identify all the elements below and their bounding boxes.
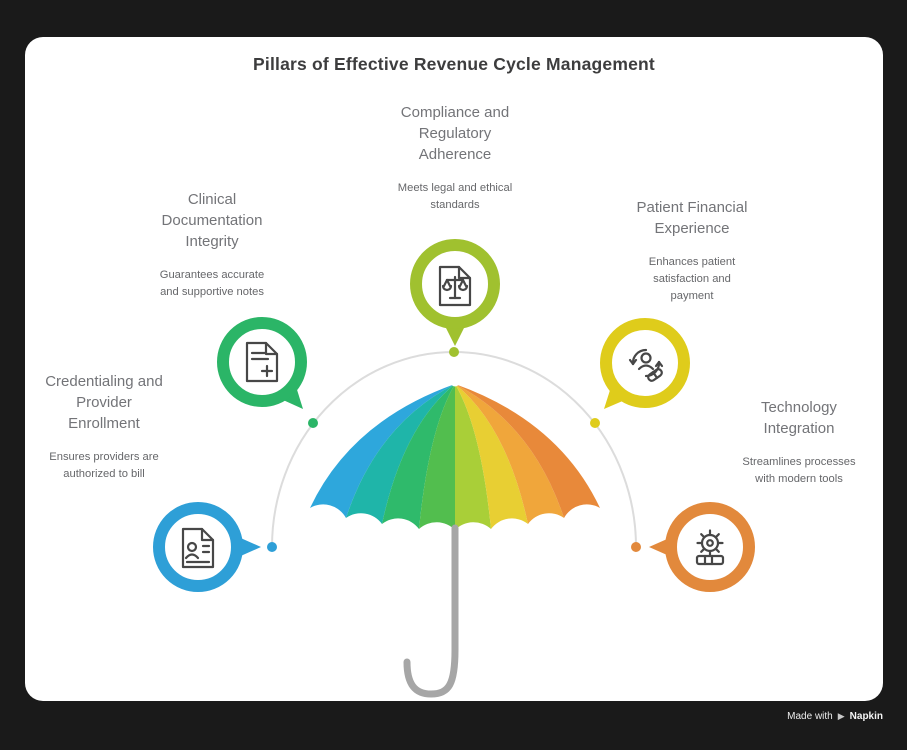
napkin-logo-icon: ▶ [837,711,845,721]
patient-payment-icon [628,348,664,382]
pillar-credentialing: Credentialing and Provider Enrollment En… [0,371,214,483]
badge-compliance [410,239,500,346]
pillar-technology-description: Streamlines processes with modern tools [742,456,856,485]
pillar-compliance-title: Compliance and Regulatory Adherence [400,104,510,163]
badge-ring [217,317,307,407]
badge-technology [649,502,755,592]
umbrella-panel [310,384,455,518]
pillar-credentialing-description: Ensures providers are authorized to bill [49,451,159,480]
pillar-technology-title: Technology Integration [761,399,837,437]
connector-dot-compliance [449,347,459,357]
watermark-prefix: Made with [787,711,833,722]
pillar-clinical-description: Guarantees accurate and supportive notes [159,269,265,298]
pillar-patient: Patient Financial Experience Enhances pa… [582,197,802,304]
umbrella-panel [382,384,455,529]
pillar-compliance: Compliance and Regulatory Adherence Meet… [345,102,565,214]
made-with-napkin-watermark: Made with ▶ Napkin [787,711,883,722]
page-title: Pillars of Effective Revenue Cycle Manag… [253,54,655,74]
umbrella-panel [455,384,600,518]
id-document-icon [181,527,215,569]
umbrella-panel [419,384,455,530]
pillar-patient-title: Patient Financial Experience [636,199,748,237]
umbrella-panel [346,384,455,524]
umbrella [310,377,600,698]
connector-dot-technology [631,542,641,552]
badge-clinical [217,317,307,409]
legal-scales-document-icon [438,265,472,307]
umbrella-apex-cap [450,377,460,387]
pillar-clinical-title: Clinical Documentation Integrity [161,191,263,250]
badge-ring [665,502,755,592]
pillar-compliance-description: Meets legal and ethical standards [397,182,513,211]
umbrella-handle [403,524,459,698]
badge-patient [600,318,690,409]
connector-dot-credentialing [267,542,277,552]
medical-document-icon [245,341,279,383]
watermark-brand: Napkin [849,711,883,722]
badge-credentialing [153,502,261,592]
umbrella-panel [455,384,564,524]
pillar-clinical: Clinical Documentation Integrity Guarant… [102,189,322,301]
gear-tools-icon [695,529,725,566]
connector-dot-clinical [308,418,318,428]
pillar-technology: Technology Integration Streamlines proce… [689,397,907,488]
pillar-credentialing-title: Credentialing and Provider Enrollment [45,373,163,432]
badge-ring [153,502,243,592]
connector-dot-patient [590,418,600,428]
umbrella-panel [455,384,491,530]
umbrella-panel [455,384,528,529]
pillar-patient-description: Enhances patient satisfaction and paymen… [648,256,736,302]
